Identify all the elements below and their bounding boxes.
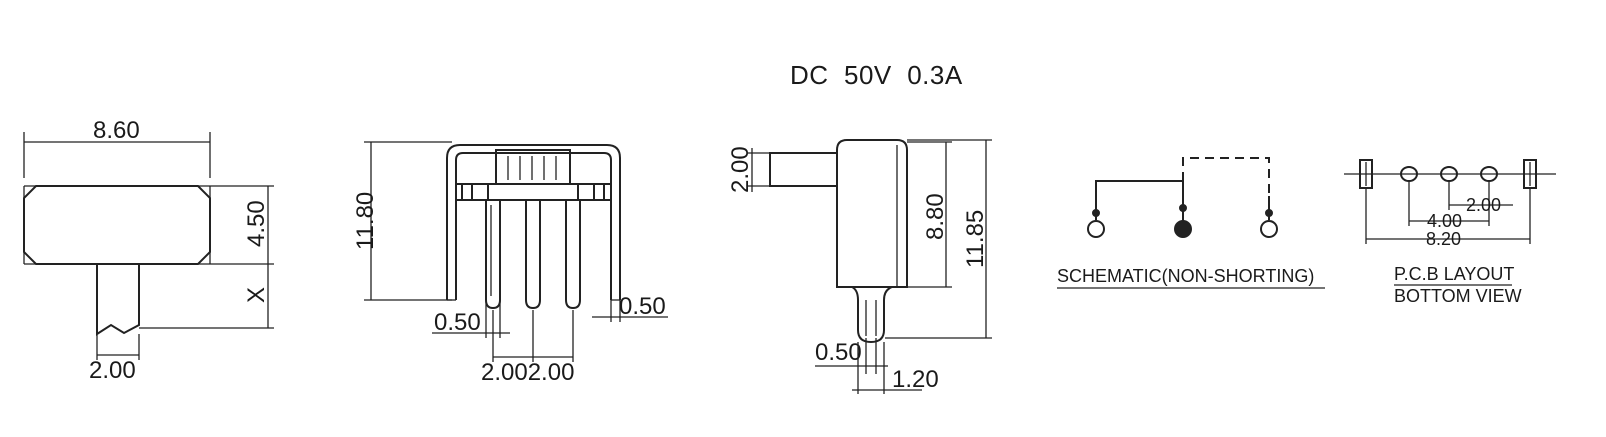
end-view: 2.00 8.80 11.85 0.50 1.20: [727, 139, 992, 394]
end-overall-height-dim: 11.85: [962, 210, 989, 268]
side-pin-thickness-dim: 0.50: [434, 309, 481, 336]
schematic-caption: SCHEMATIC(NON-SHORTING): [1057, 266, 1314, 286]
pcb-layout: 2.00 4.00 8.20 P.C.B LAYOUT BOTTOM VIEW: [1344, 159, 1556, 306]
rating-label: DC 50V 0.3A: [790, 60, 963, 90]
side-height-dim: 11.80: [352, 192, 379, 250]
pcb-caption-line1: P.C.B LAYOUT: [1394, 264, 1514, 284]
pcb-pitch-dim: 2.00: [1466, 195, 1501, 215]
front-view: 8.60 2.00 4.50 X: [23, 117, 274, 384]
front-height-dim: 4.50: [243, 200, 270, 247]
pcb-inner-span-dim: 4.00: [1427, 211, 1462, 231]
schematic-terminal-left: [1087, 220, 1105, 238]
end-body-height-dim: 8.80: [922, 193, 949, 240]
side-bracket-thickness-dim: 0.50: [619, 293, 666, 320]
schematic: SCHEMATIC(NON-SHORTING): [1057, 157, 1325, 289]
front-actuator-length-dim: X: [243, 287, 270, 303]
front-width-dim: 8.60: [93, 117, 140, 144]
end-pin-thickness-dim: 0.50: [815, 339, 862, 366]
schematic-terminal-common: [1174, 220, 1192, 238]
pcb-caption-line2: BOTTOM VIEW: [1394, 286, 1522, 306]
schematic-terminal-right: [1260, 220, 1278, 238]
front-actuator-width-dim: 2.00: [89, 357, 136, 384]
side-pin-pitch-dim: 2.002.00: [481, 359, 574, 386]
end-pin-width-dim: 1.20: [892, 366, 939, 393]
side-view: 11.80 0.50 0.50: [352, 141, 668, 386]
end-actuator-height-dim: 2.00: [727, 146, 754, 193]
pcb-outer-span-dim: 8.20: [1426, 229, 1461, 249]
